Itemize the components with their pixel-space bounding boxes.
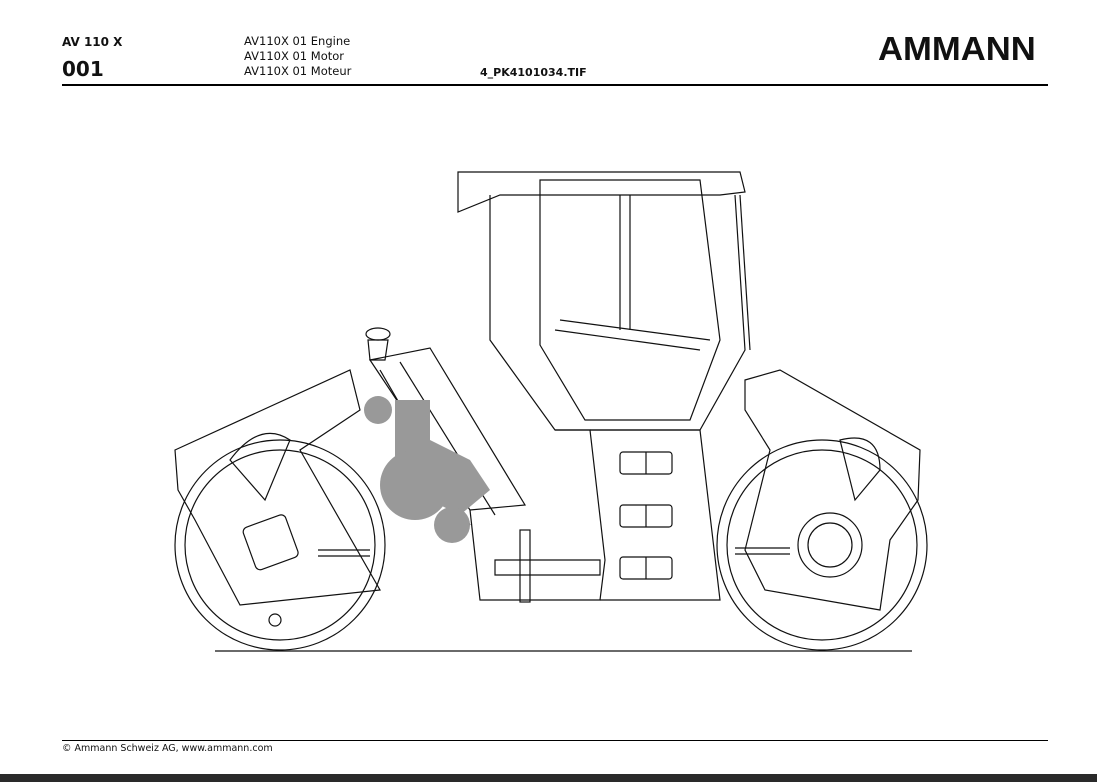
header-divider — [62, 84, 1048, 86]
viewer-bottom-bar — [0, 774, 1097, 782]
copyright: © Ammann Schweiz AG, www.ammann.com — [62, 743, 273, 754]
roller-drawing — [174, 171, 928, 652]
file-name: 4_PK4101034.TIF — [480, 66, 587, 79]
engine-highlight-icon — [364, 396, 490, 543]
footer-divider — [62, 740, 1048, 741]
ammann-logo: AMMANN — [878, 30, 1036, 67]
model-name: AV 110 X — [62, 35, 123, 49]
title-en: AV110X 01 Engine — [244, 34, 351, 48]
title-fr: AV110X 01 Moteur — [244, 64, 352, 78]
title-de: AV110X 01 Motor — [244, 49, 345, 63]
page-number: 001 — [62, 57, 104, 81]
